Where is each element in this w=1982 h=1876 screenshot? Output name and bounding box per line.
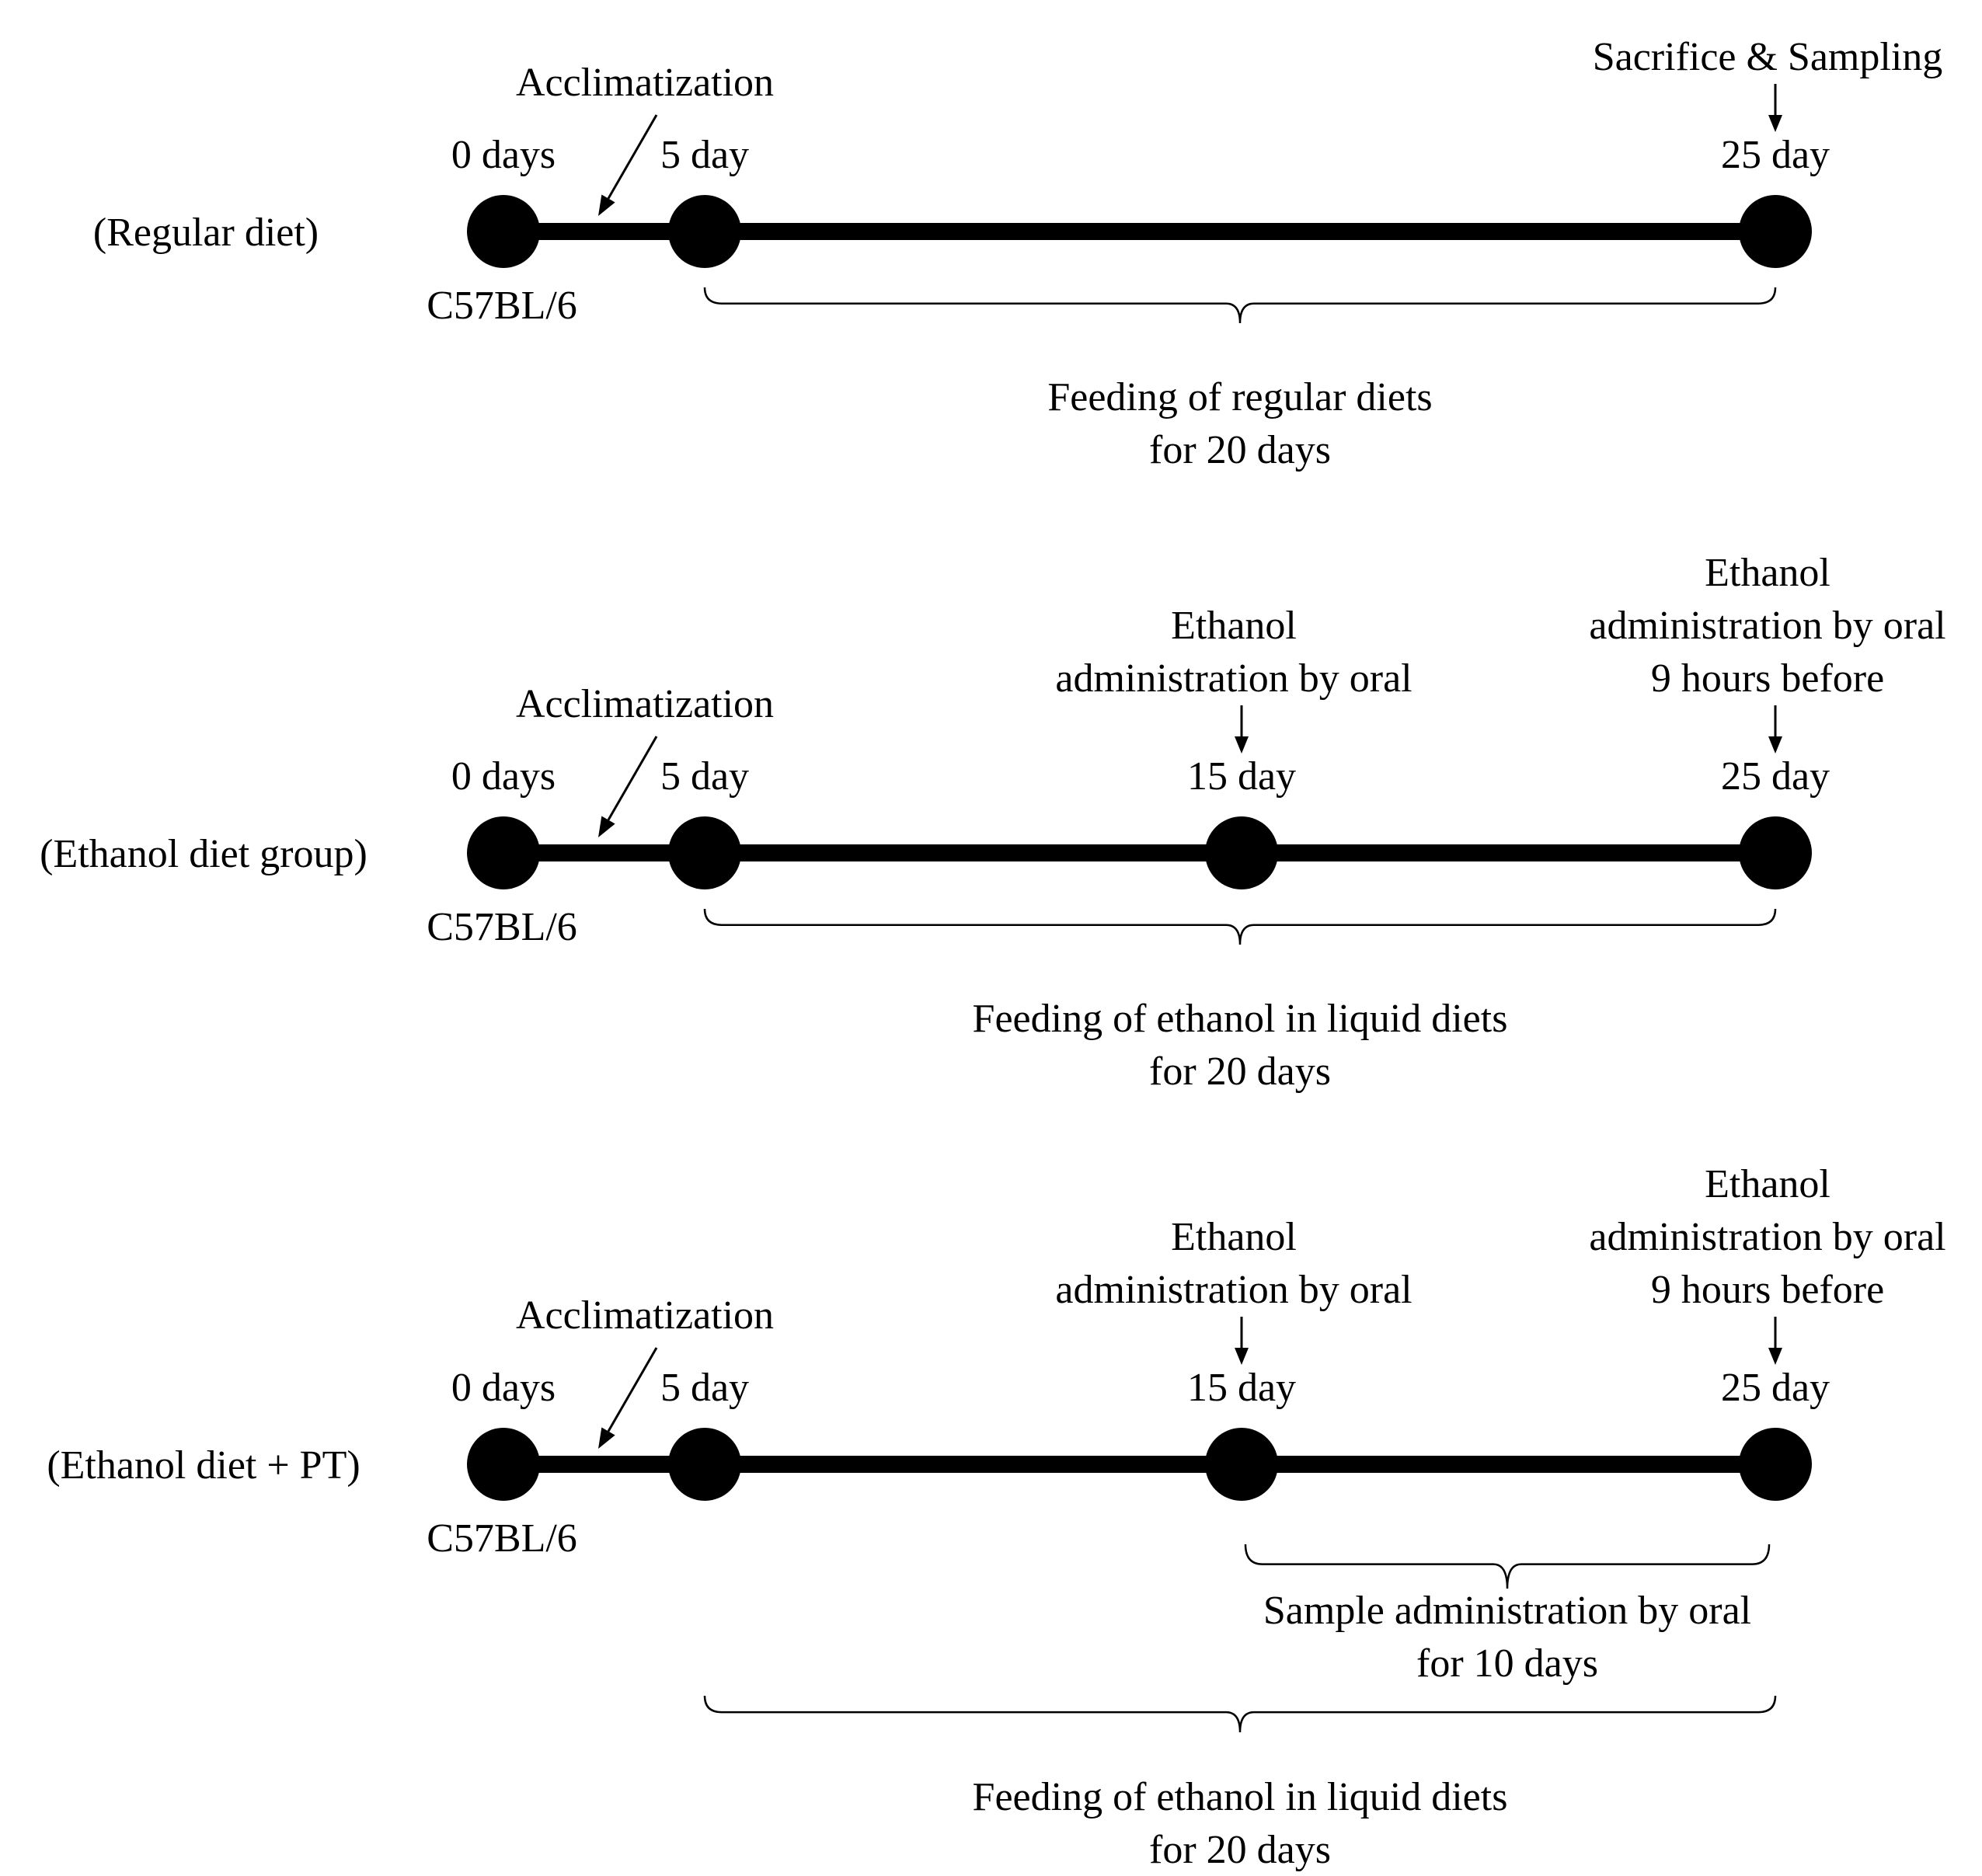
arrow-head: [598, 194, 615, 216]
event-annotation: administration by oral: [1055, 1268, 1412, 1312]
day-label: 25 day: [1721, 754, 1830, 799]
acclimatization-label: Acclimatization: [516, 1293, 774, 1338]
event-annotation: administration by oral: [1589, 1215, 1945, 1259]
event-annotation: administration by oral: [1055, 656, 1412, 701]
timepoint-node: [668, 195, 741, 268]
arrow-shaft: [607, 114, 658, 200]
down-arrow: [1768, 1317, 1782, 1365]
arrow-head: [1235, 1348, 1249, 1365]
bracket-caption: Feeding of regular diets: [1047, 375, 1432, 419]
event-annotation: Ethanol: [1705, 551, 1830, 595]
arrow-head: [1235, 736, 1249, 754]
bracket-caption: Feeding of ethanol in liquid diets: [973, 1775, 1508, 1819]
group-label: (Regular diet): [93, 211, 319, 255]
arrow-head: [598, 1427, 615, 1449]
event-annotation: Sacrifice & Sampling: [1593, 35, 1943, 79]
strain-label: C57BL/6: [427, 284, 577, 328]
timepoint-node: [467, 195, 540, 268]
day-label: 5 day: [660, 754, 749, 799]
day-label: 0 days: [451, 133, 556, 177]
bracket: [1244, 1544, 1771, 1589]
event-annotation: 9 hours before: [1651, 656, 1884, 701]
down-arrow: [1235, 1317, 1249, 1365]
timepoint-node: [1205, 816, 1278, 889]
acclimatization-arrow: [598, 114, 658, 216]
day-label: 0 days: [451, 1366, 556, 1410]
down-arrow: [1768, 705, 1782, 754]
day-label: 0 days: [451, 754, 556, 799]
bracket: [703, 908, 1777, 945]
timepoint-node: [1739, 195, 1812, 268]
timepoint-node: [467, 1428, 540, 1501]
timepoint-node: [668, 1428, 741, 1501]
bracket-caption: for 10 days: [1416, 1641, 1598, 1686]
timeline-group: (Ethanol diet group) 0 days 5 day 15 day Eth…: [40, 551, 1945, 1094]
acclimatization-arrow: [598, 1347, 658, 1449]
acclimatization-label: Acclimatization: [516, 682, 774, 726]
timepoint-node: [1739, 1428, 1812, 1501]
arrow-head: [1768, 1348, 1782, 1365]
acclimatization-arrow: [598, 736, 658, 837]
bracket-caption: for 20 days: [1149, 1828, 1331, 1872]
event-annotation: Ethanol: [1171, 604, 1297, 648]
timepoint-node: [668, 816, 741, 889]
strain-label: C57BL/6: [427, 1516, 577, 1561]
down-arrow: [1235, 705, 1249, 754]
bracket-caption: Sample administration by oral: [1263, 1589, 1751, 1633]
timepoint-node: [1205, 1428, 1278, 1501]
arrow-shaft: [607, 736, 658, 821]
day-label: 15 day: [1187, 1366, 1296, 1410]
arrow-head: [1768, 736, 1782, 754]
day-label: 25 day: [1721, 133, 1830, 177]
day-label: 25 day: [1721, 1366, 1830, 1410]
acclimatization-label: Acclimatization: [516, 61, 774, 105]
timepoint-node: [1739, 816, 1812, 889]
bracket: [703, 287, 1777, 324]
bracket-caption: for 20 days: [1149, 428, 1331, 472]
day-label: 5 day: [660, 1366, 749, 1410]
day-label: 15 day: [1187, 754, 1296, 799]
event-annotation: administration by oral: [1589, 604, 1945, 648]
arrow-shaft: [607, 1347, 658, 1432]
down-arrow: [1768, 84, 1782, 132]
event-annotation: Ethanol: [1171, 1215, 1297, 1259]
bracket-caption: for 20 days: [1149, 1049, 1331, 1094]
arrow-head: [1768, 115, 1782, 132]
bracket-caption: Feeding of ethanol in liquid diets: [973, 997, 1508, 1041]
timeline-group: (Ethanol diet + PT) 0 days 5 day 15 day Etha…: [47, 1162, 1945, 1872]
strain-label: C57BL/6: [427, 905, 577, 949]
bracket: [703, 1695, 1777, 1733]
event-annotation: Ethanol: [1705, 1162, 1830, 1206]
group-label: (Ethanol diet group): [40, 832, 367, 876]
event-annotation: 9 hours before: [1651, 1268, 1884, 1312]
day-label: 5 day: [660, 133, 749, 177]
arrow-head: [598, 816, 615, 837]
group-label: (Ethanol diet + PT): [47, 1443, 360, 1488]
timepoint-node: [467, 816, 540, 889]
timeline-group: (Regular diet) 0 days 5 day 25 day Sacrifice…: [93, 35, 1942, 472]
